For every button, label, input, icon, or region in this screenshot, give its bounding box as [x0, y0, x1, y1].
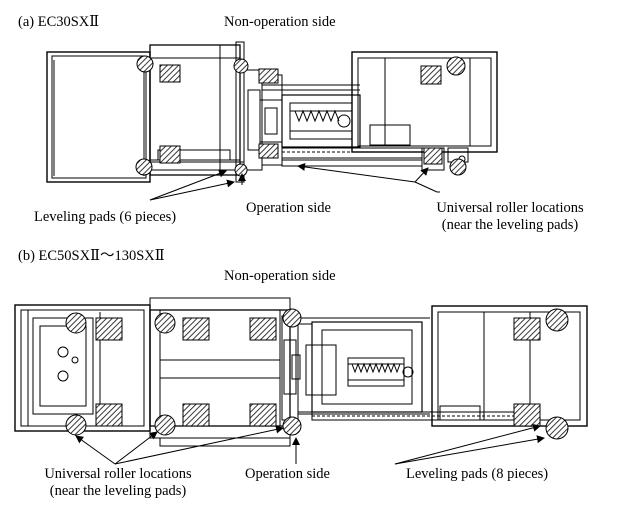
universal-roller [234, 163, 248, 177]
leveling-pad [182, 317, 210, 341]
universal-roller [446, 56, 466, 76]
panel-b-universal-roller-line1: Universal roller locations [44, 466, 192, 482]
universal-roller [65, 312, 87, 334]
universal-roller [282, 416, 302, 436]
panel-a-universal-roller-label: Universal roller locations (near the lev… [410, 200, 610, 234]
panel-a-universal-roller-line1: Universal roller locations [436, 200, 584, 216]
panel-b-universal-roller-label: Universal roller locations (near the lev… [15, 466, 221, 500]
panel-a-leveling-pads-label: Leveling pads (6 pieces) [34, 209, 177, 225]
panel-b-operation-side-label: Operation side [245, 466, 330, 482]
leveling-pad [159, 145, 181, 164]
leveling-pad [249, 403, 277, 427]
panel-b-leader-lines [75, 423, 545, 465]
leveling-pad [182, 403, 210, 427]
panel-a-caption: (a) EC30SXⅡ [18, 14, 100, 30]
universal-roller [449, 158, 467, 176]
leveling-pad [258, 68, 279, 84]
universal-roller [154, 312, 176, 334]
universal-roller [135, 158, 153, 176]
panel-b-leveling-pads [95, 317, 541, 427]
panel-a-leader-lines [149, 162, 440, 201]
panel-a-leveling-pads [159, 64, 443, 165]
leveling-pad [95, 403, 123, 427]
universal-roller [282, 308, 302, 328]
leveling-pad [258, 143, 279, 159]
leveling-pad [420, 65, 442, 85]
universal-roller [233, 58, 249, 74]
leveling-pad [249, 317, 277, 341]
leveling-pad [95, 317, 123, 341]
universal-roller [154, 414, 176, 436]
leveling-pad [159, 64, 181, 83]
panel-a-operation-side-label: Operation side [246, 200, 331, 216]
universal-roller [545, 416, 569, 440]
leveling-pad [513, 403, 541, 427]
panel-b-universal-roller-line2: (near the leveling pads) [49, 483, 187, 499]
universal-roller [65, 414, 87, 436]
leveling-pad [513, 317, 541, 341]
universal-roller [136, 55, 154, 73]
panel-a-universal-roller-line2: (near the leveling pads) [441, 217, 579, 233]
panel-b-non-operation-side-label: Non-operation side [224, 268, 336, 284]
universal-roller [545, 308, 569, 332]
leveling-pad [423, 147, 443, 165]
panel-a-non-operation-side-label: Non-operation side [224, 14, 336, 30]
panel-b-caption: (b) EC50SXⅡ～130SXⅡ [18, 248, 165, 264]
panel-b-universal-rollers [65, 308, 569, 440]
panel-b-leveling-pads-label: Leveling pads (8 pieces) [406, 466, 549, 482]
